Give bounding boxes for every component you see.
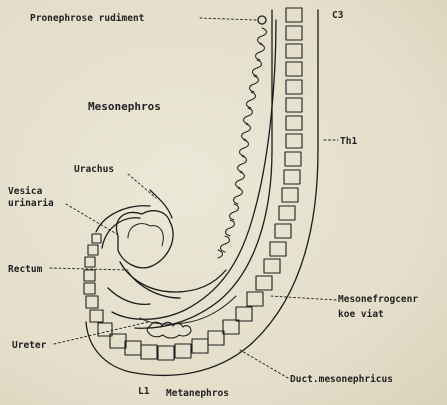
leader-duct — [240, 350, 288, 378]
urachus — [150, 190, 172, 218]
label-mesonefro-1: Mesonefrogcenr — [338, 294, 418, 305]
label-mesonefro-2: koe viat — [338, 309, 384, 320]
pronephros-loop — [258, 16, 266, 24]
label-urinaria: urinaria — [8, 198, 54, 209]
ureter-tube — [140, 296, 236, 324]
label-ureter: Ureter — [12, 340, 47, 351]
label-urachus: Urachus — [74, 164, 114, 175]
leader-urachus — [128, 174, 156, 198]
label-th1: Th1 — [340, 136, 357, 147]
rectum-inner — [128, 272, 180, 298]
hindgut-inner — [102, 218, 140, 248]
cloaca-curve — [108, 288, 150, 304]
label-metanephros: Metanephros — [166, 388, 229, 399]
leader-pronephros — [200, 18, 256, 20]
body-outline-inner — [135, 10, 272, 328]
label-l1: L1 — [138, 386, 150, 397]
body-outline-outer — [86, 10, 318, 375]
mesonephric-duct — [112, 20, 276, 319]
somites — [84, 8, 302, 360]
bladder-inner — [128, 224, 163, 246]
mesonephric-tubules — [218, 28, 267, 258]
leader-vesica — [66, 204, 120, 236]
label-pronephros-rudiment: Pronephrose rudiment — [30, 13, 144, 24]
leader-mesonefro — [270, 296, 336, 300]
hindgut-outer — [96, 206, 150, 232]
label-c3: C3 — [332, 10, 344, 21]
label-rectum: Rectum — [8, 264, 43, 275]
label-duct-mesonephricus: Duct.mesonephricus — [290, 374, 393, 385]
label-mesonephros: Mesonephros — [88, 100, 161, 113]
label-vesica: Vesica — [8, 186, 43, 197]
